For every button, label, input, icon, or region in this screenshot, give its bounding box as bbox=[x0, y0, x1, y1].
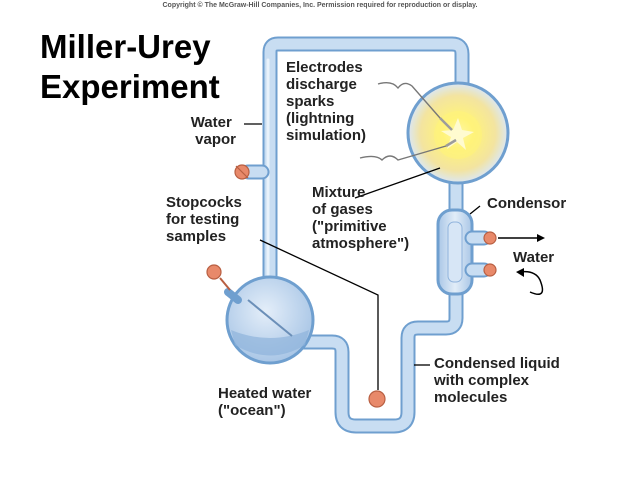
label-condensed-liquid: Condensed liquid with complex molecules bbox=[433, 355, 564, 406]
arrow-curve-icon bbox=[516, 268, 524, 277]
label-water-vapor: Water vapor bbox=[191, 114, 236, 148]
stopcock-flask-icon bbox=[206, 264, 222, 280]
title-line-1: Miller-Urey bbox=[40, 28, 211, 65]
stopcock-trap-icon bbox=[368, 390, 386, 408]
title-line-2: Experiment bbox=[40, 68, 220, 105]
condenser bbox=[436, 208, 492, 296]
label-mixture: Mixture of gases ("primitive atmosphere"… bbox=[312, 184, 409, 252]
label-electrodes: Electrodes discharge sparks (lightning s… bbox=[286, 59, 367, 144]
label-stopcocks: Stopcocks for testing samples bbox=[166, 194, 246, 245]
stopcocks bbox=[206, 164, 497, 408]
glass-tubing bbox=[240, 36, 470, 434]
condenser-water-in-icon bbox=[483, 263, 497, 277]
water-flow-arrows bbox=[498, 234, 545, 295]
arrow-right-icon bbox=[537, 234, 545, 242]
label-water: Water bbox=[513, 249, 554, 266]
condenser-water-out-icon bbox=[483, 231, 497, 245]
label-heated-water: Heated water ("ocean") bbox=[218, 385, 316, 419]
heated-water-flask bbox=[224, 275, 315, 365]
electrodes bbox=[359, 81, 457, 161]
label-condensor: Condensor bbox=[487, 195, 566, 212]
title: Miller-Urey Experiment bbox=[40, 28, 220, 105]
spark-icon bbox=[441, 118, 474, 150]
leader-lines bbox=[244, 123, 481, 390]
copyright-notice: Copyright © The McGraw-Hill Companies, I… bbox=[162, 1, 477, 9]
